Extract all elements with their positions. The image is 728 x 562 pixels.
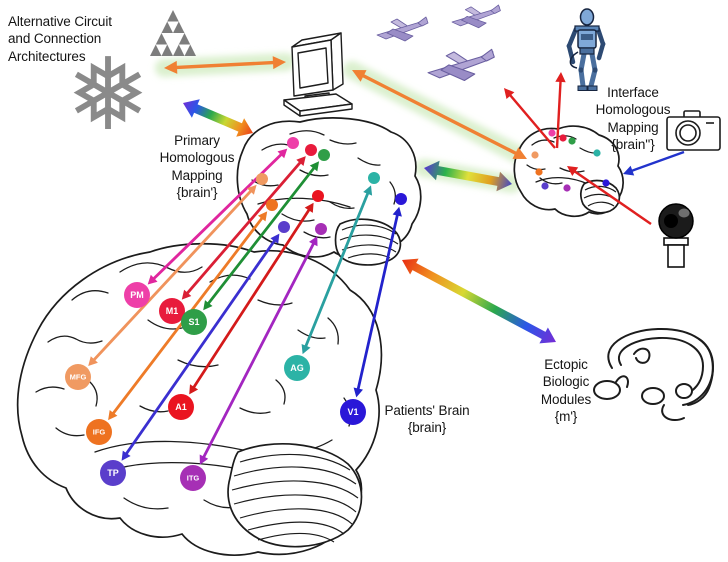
mid-brain-dot (395, 193, 407, 205)
region-label-IFG: IFG (93, 428, 106, 437)
webcam-eye-icon (658, 203, 694, 268)
small-brain-dot (563, 184, 571, 192)
svg-text:❅: ❅ (66, 36, 150, 153)
connection-TP (121, 233, 280, 461)
region-dot-AG (284, 355, 310, 381)
connection-S1 (203, 161, 320, 311)
patients-brain-label: Patients' Brain {brain} (384, 403, 470, 436)
region-dot-ITG (180, 465, 206, 491)
arrow-monitor-to-interface-brain (352, 70, 527, 159)
sierpinski-fractal-icon (150, 10, 196, 56)
region-label-MFG: MFG (70, 373, 87, 382)
alt-circuit-label: Alternative Circuit and Connection Archi… (8, 14, 112, 64)
connection-ITG (199, 236, 318, 465)
region-dot-IFG (86, 419, 112, 445)
mid-brain-dot (315, 223, 327, 235)
small-brain-dot (568, 137, 576, 145)
region-label-PM: PM (130, 290, 144, 300)
region-dot-S1 (181, 309, 207, 335)
small-brain-dot (559, 134, 567, 142)
region-label-A1: A1 (175, 402, 187, 412)
rainbow-arrow-primary-to-ectopic (402, 258, 556, 344)
mid-brain-dot (312, 190, 324, 202)
region-dot-PM (124, 282, 150, 308)
region-dot-TP (100, 460, 126, 486)
mid-brain-dot (318, 149, 330, 161)
region-dot-V1 (340, 399, 366, 425)
ear-module-icon (593, 327, 715, 422)
camera-icon (666, 110, 721, 151)
region-dot-A1 (168, 394, 194, 420)
brain-mid-icon (236, 117, 422, 266)
mid-brain-dot (305, 144, 317, 156)
connection-M1 (181, 156, 306, 300)
snowflake-fractal-icon: ❅ (66, 36, 150, 153)
primary-mapping-label: Primary Homologous Mapping {brain'} (159, 133, 235, 200)
small-brain-dot (548, 129, 556, 137)
mid-brain-dot (368, 172, 380, 184)
interface-mapping-label: Interface Homologous Mapping {brain''} (595, 85, 671, 152)
arrow-webcam-to-brain (567, 166, 652, 225)
arrow-monitor-to-architectures (164, 56, 286, 74)
small-brain-dot (593, 149, 601, 157)
mid-brain-dot (278, 221, 290, 233)
mid-brain-dot (256, 173, 268, 185)
ectopic-modules-label: Ectopic Biologic Modules {m'} (540, 357, 592, 424)
arrow-camera-to-brain (623, 150, 685, 176)
brain-large-icon (16, 242, 383, 556)
connection-AG (301, 185, 373, 355)
region-dot-MFG (65, 364, 91, 390)
humanoid-robot-icon (566, 8, 606, 91)
mid-brain-dot (287, 137, 299, 149)
mid-brain-dot (266, 199, 278, 211)
connection-V1 (353, 206, 402, 398)
region-label-AG: AG (290, 363, 304, 373)
region-label-M1: M1 (166, 306, 179, 316)
arrow-brain-to-planes (504, 88, 556, 149)
small-brain-dot (531, 151, 539, 159)
uav-planes-icon (376, 4, 501, 82)
region-dot-M1 (159, 298, 185, 324)
computer-monitor-icon (283, 32, 353, 117)
arrow-brain-to-robot (555, 72, 566, 149)
small-brain-dot (602, 179, 610, 187)
connection-A1 (189, 202, 314, 395)
region-label-TP: TP (107, 468, 119, 478)
region-label-ITG: ITG (187, 474, 200, 483)
rainbow-arrow-primary-to-interface (424, 160, 512, 192)
connection-PM (147, 148, 288, 285)
small-brain-dot (541, 182, 549, 190)
connection-MFG (88, 184, 257, 366)
region-label-V1: V1 (347, 407, 358, 417)
small-brain-dot (535, 168, 543, 176)
rainbow-arrow-architectures-to-primary (183, 99, 253, 137)
region-label-S1: S1 (188, 317, 199, 327)
